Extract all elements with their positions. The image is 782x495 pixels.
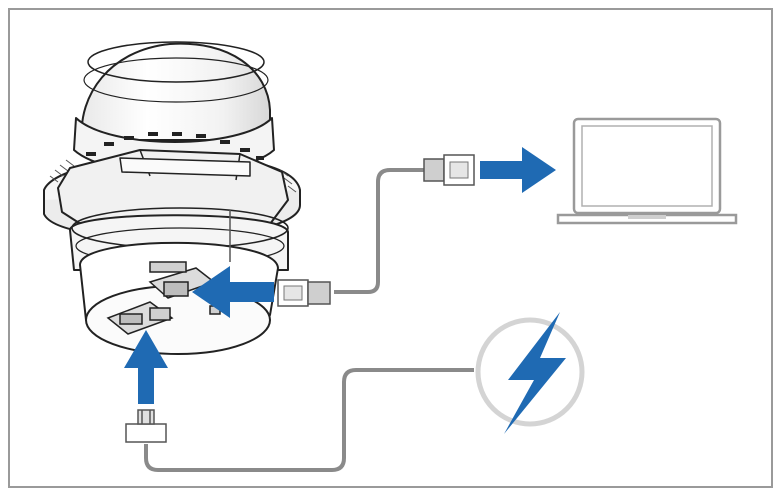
lightning-bolt-icon [504, 312, 566, 434]
arrow-to-laptop-icon [480, 147, 556, 193]
power-cable [144, 368, 474, 472]
arrow-to-power-port-icon [124, 330, 168, 404]
rj45-connector-icon-device [277, 279, 331, 307]
arrow-to-ethernet-port-icon [192, 266, 274, 318]
ethernet-port [163, 281, 189, 297]
laptop-icon [556, 117, 738, 225]
power-port [119, 313, 143, 325]
ethernet-cable [334, 168, 424, 294]
power-source [475, 312, 585, 434]
rj45-connector-icon [423, 154, 475, 186]
power-plug-icon [125, 409, 167, 443]
